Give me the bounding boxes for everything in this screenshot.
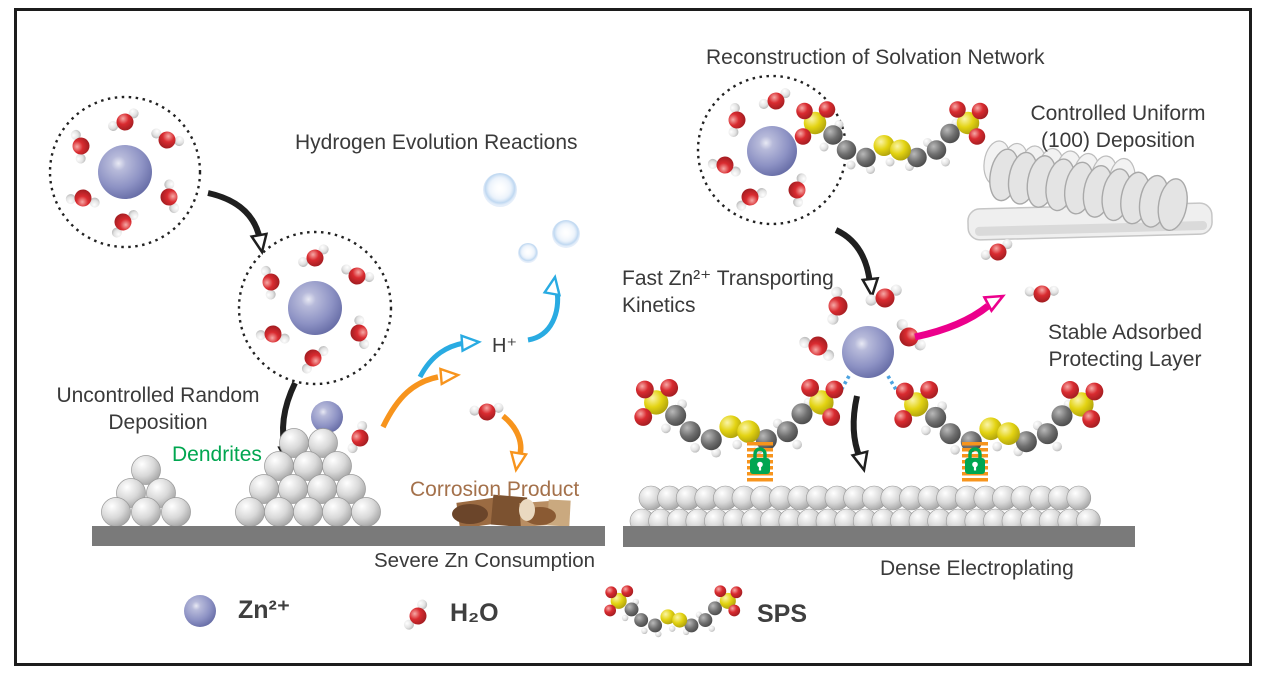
fast-transport-zn-complex	[797, 276, 926, 395]
sps-adsorbed-right	[894, 380, 1104, 460]
free-zn-ion	[311, 401, 343, 433]
label-uncontrolled-deposition: Uncontrolled Random Deposition	[56, 384, 260, 435]
electrode-left	[92, 526, 605, 546]
label-fast-kinetics: Fast Zn²⁺ Transporting Kinetics	[622, 267, 834, 318]
legend-zn-label: Zn²⁺	[238, 596, 291, 624]
water-near-dendrite	[339, 419, 376, 455]
legend-water-icon	[398, 598, 433, 631]
sps-adsorbed-left	[634, 378, 844, 458]
label-h-plus: H⁺	[492, 335, 517, 357]
coordination-bond-dashes	[837, 375, 900, 395]
label-corrosion-product: Corrosion Product	[410, 478, 580, 501]
her-blue-arrows	[417, 274, 564, 379]
solvation-shell-2	[237, 230, 393, 386]
arrow-shell1-to-shell2	[207, 190, 271, 255]
solvation-shell-reconstructed	[696, 74, 989, 226]
label-controlled-deposition: Controlled Uniform (100) Deposition	[1030, 102, 1206, 153]
label-dense-electroplating: Dense Electroplating	[880, 557, 1074, 580]
electrode-right	[623, 526, 1135, 547]
corrosion-product-deposit	[452, 494, 571, 529]
uniform-100-platelets	[967, 140, 1213, 241]
label-stable-protecting-layer: Stable Adsorbed Protecting Layer	[1047, 321, 1203, 372]
hydrogen-bubbles	[483, 173, 580, 263]
arrow-shell-to-zn	[834, 227, 881, 299]
label-dendrites: Dendrites	[172, 443, 262, 466]
sps-in-shell	[794, 101, 989, 174]
water-to-corrosion	[467, 390, 506, 428]
legend-water-label: H₂O	[450, 599, 499, 627]
legend-sps-label: SPS	[757, 600, 808, 628]
arrow-water-expelled	[914, 288, 1008, 341]
solvation-shell-1	[48, 95, 202, 249]
water-released-2	[1022, 272, 1061, 311]
dense-plating-spheres	[629, 485, 1101, 534]
legend-sps-icon	[604, 585, 743, 638]
label-severe-zn-consumption: Severe Zn Consumption	[374, 549, 596, 572]
arrow-zn-to-surface	[850, 395, 873, 474]
legend-zn-icon	[184, 595, 216, 627]
corrosion-orange-arrows	[380, 366, 528, 473]
label-reconstruction-title: Reconstruction of Solvation Network	[706, 46, 1045, 69]
label-hydrogen-evolution: Hydrogen Evolution Reactions	[295, 131, 578, 154]
figure-border	[14, 8, 1252, 666]
